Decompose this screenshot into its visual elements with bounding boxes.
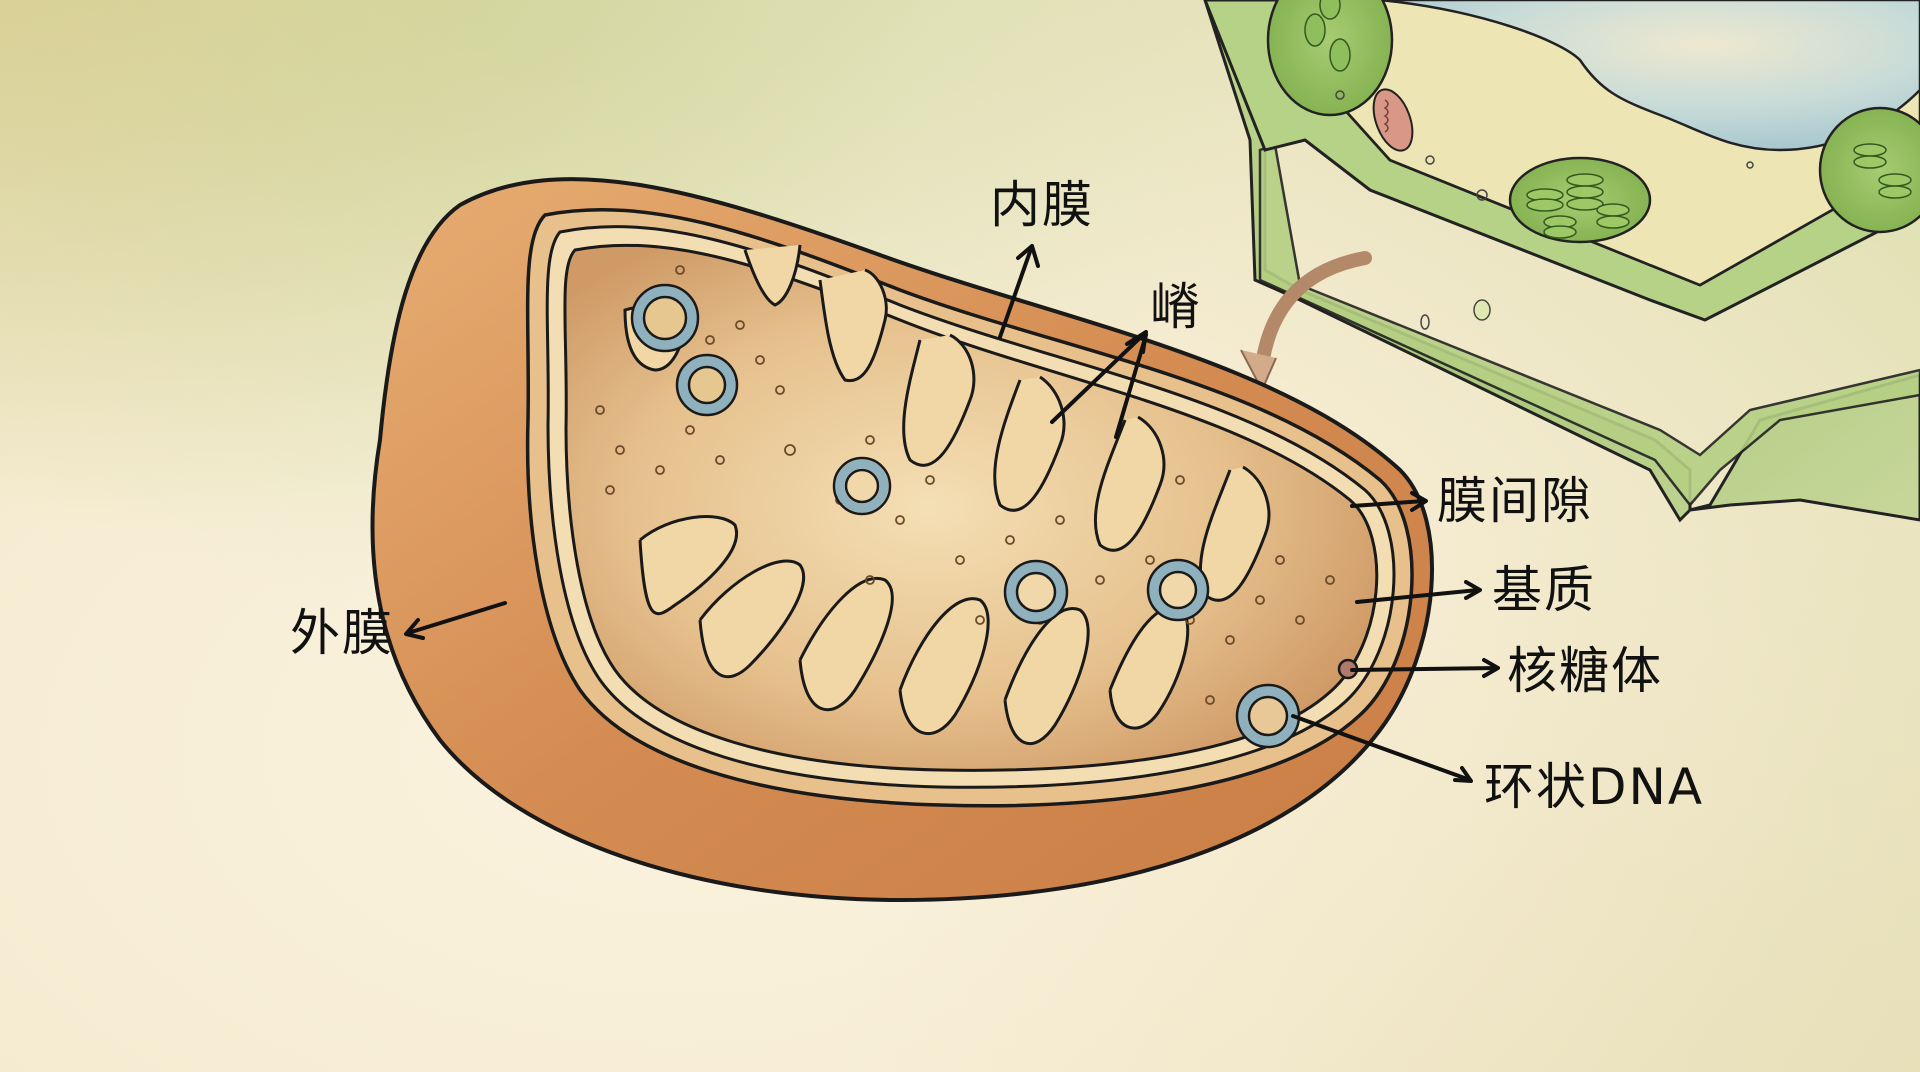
label-inner-membrane: 内膜 — [990, 176, 1094, 234]
label-matrix: 基质 — [1492, 561, 1596, 619]
cristae — [623, 244, 1271, 745]
dna-ring — [630, 283, 700, 353]
small-mitochondrion — [1372, 88, 1414, 152]
label-intermembrane-space: 膜间隙 — [1437, 472, 1593, 530]
dna-ring — [1146, 558, 1210, 622]
label-cristae: 嵴 — [1150, 278, 1202, 336]
dna-ring — [1235, 683, 1301, 749]
arrow-circular-dna — [1291, 714, 1473, 783]
dna-ring — [675, 353, 739, 417]
dna-ring — [1003, 559, 1069, 625]
leader-lines — [404, 244, 1500, 783]
arrow-matrix — [1355, 580, 1482, 604]
dna-rings — [630, 283, 1301, 749]
arrow-cristae — [1050, 330, 1148, 439]
label-circular-dna: 环状DNA — [1484, 758, 1705, 816]
dna-ring — [832, 456, 892, 516]
plant-cell-corner — [1203, 0, 1920, 523]
label-outer-membrane: 外膜 — [290, 604, 394, 662]
arrow-inner-membrane — [998, 244, 1040, 339]
mitochondrion — [370, 177, 1434, 903]
arrow-outer-membrane — [404, 601, 507, 640]
chloroplast — [1818, 106, 1920, 234]
arrow-ribosome — [1350, 658, 1500, 678]
label-ribosome: 核糖体 — [1507, 642, 1663, 700]
arrow-intermembrane-space — [1350, 491, 1428, 512]
